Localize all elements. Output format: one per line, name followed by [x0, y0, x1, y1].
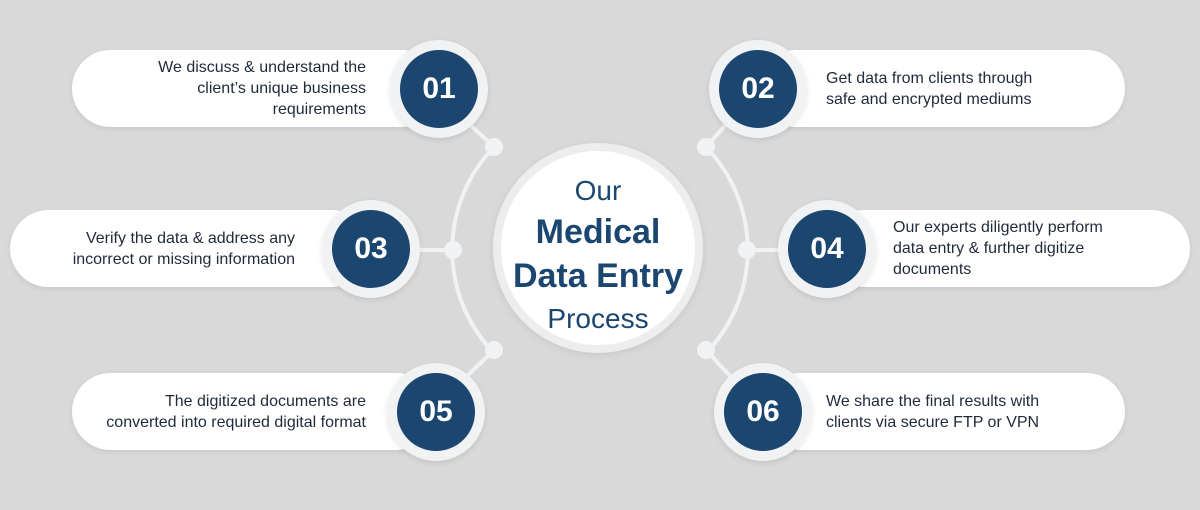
- center-title-circle: Our Medical Data Entry Process: [493, 143, 703, 353]
- connector-dot: [485, 138, 503, 156]
- center-title-line3: Data Entry: [512, 257, 684, 295]
- step-03-card: Verify the data & address any incorrect …: [10, 210, 370, 287]
- connector-dot: [697, 138, 715, 156]
- step-05-text: The digitized documents are converted in…: [106, 392, 366, 431]
- connector-dot: [444, 241, 462, 259]
- step-06-number: 06: [714, 363, 812, 461]
- step-01-number: 01: [390, 40, 488, 138]
- connector-dot: [697, 341, 715, 359]
- step-06-text: We share the final results with clients …: [826, 392, 1040, 431]
- step-06-card: We share the final results with clients …: [762, 373, 1125, 450]
- center-title-line2: Medical: [535, 213, 661, 251]
- step-02-number: 02: [709, 40, 807, 138]
- center-title-line1: Our: [574, 175, 622, 206]
- step-05-card: The digitized documents are converted in…: [72, 373, 435, 450]
- step-03-number: 03: [322, 200, 420, 298]
- step-05-number: 05: [387, 363, 485, 461]
- step-02-card: Get data from clients through safe and e…: [757, 50, 1125, 127]
- step-02-text: Get data from clients through safe and e…: [826, 69, 1033, 108]
- connector-dot: [485, 341, 503, 359]
- step-01-card: We discuss & understand the client’s uni…: [72, 50, 440, 127]
- center-title-line4: Process: [547, 303, 649, 334]
- connector-dot: [738, 241, 756, 259]
- step-01-text: We discuss & understand the client’s uni…: [158, 59, 366, 118]
- step-04-text: Our experts diligently perform data entr…: [893, 219, 1103, 278]
- step-03-text: Verify the data & address any incorrect …: [72, 229, 295, 268]
- step-04-card: Our experts diligently perform data entr…: [826, 210, 1190, 287]
- step-04-number: 04: [778, 200, 876, 298]
